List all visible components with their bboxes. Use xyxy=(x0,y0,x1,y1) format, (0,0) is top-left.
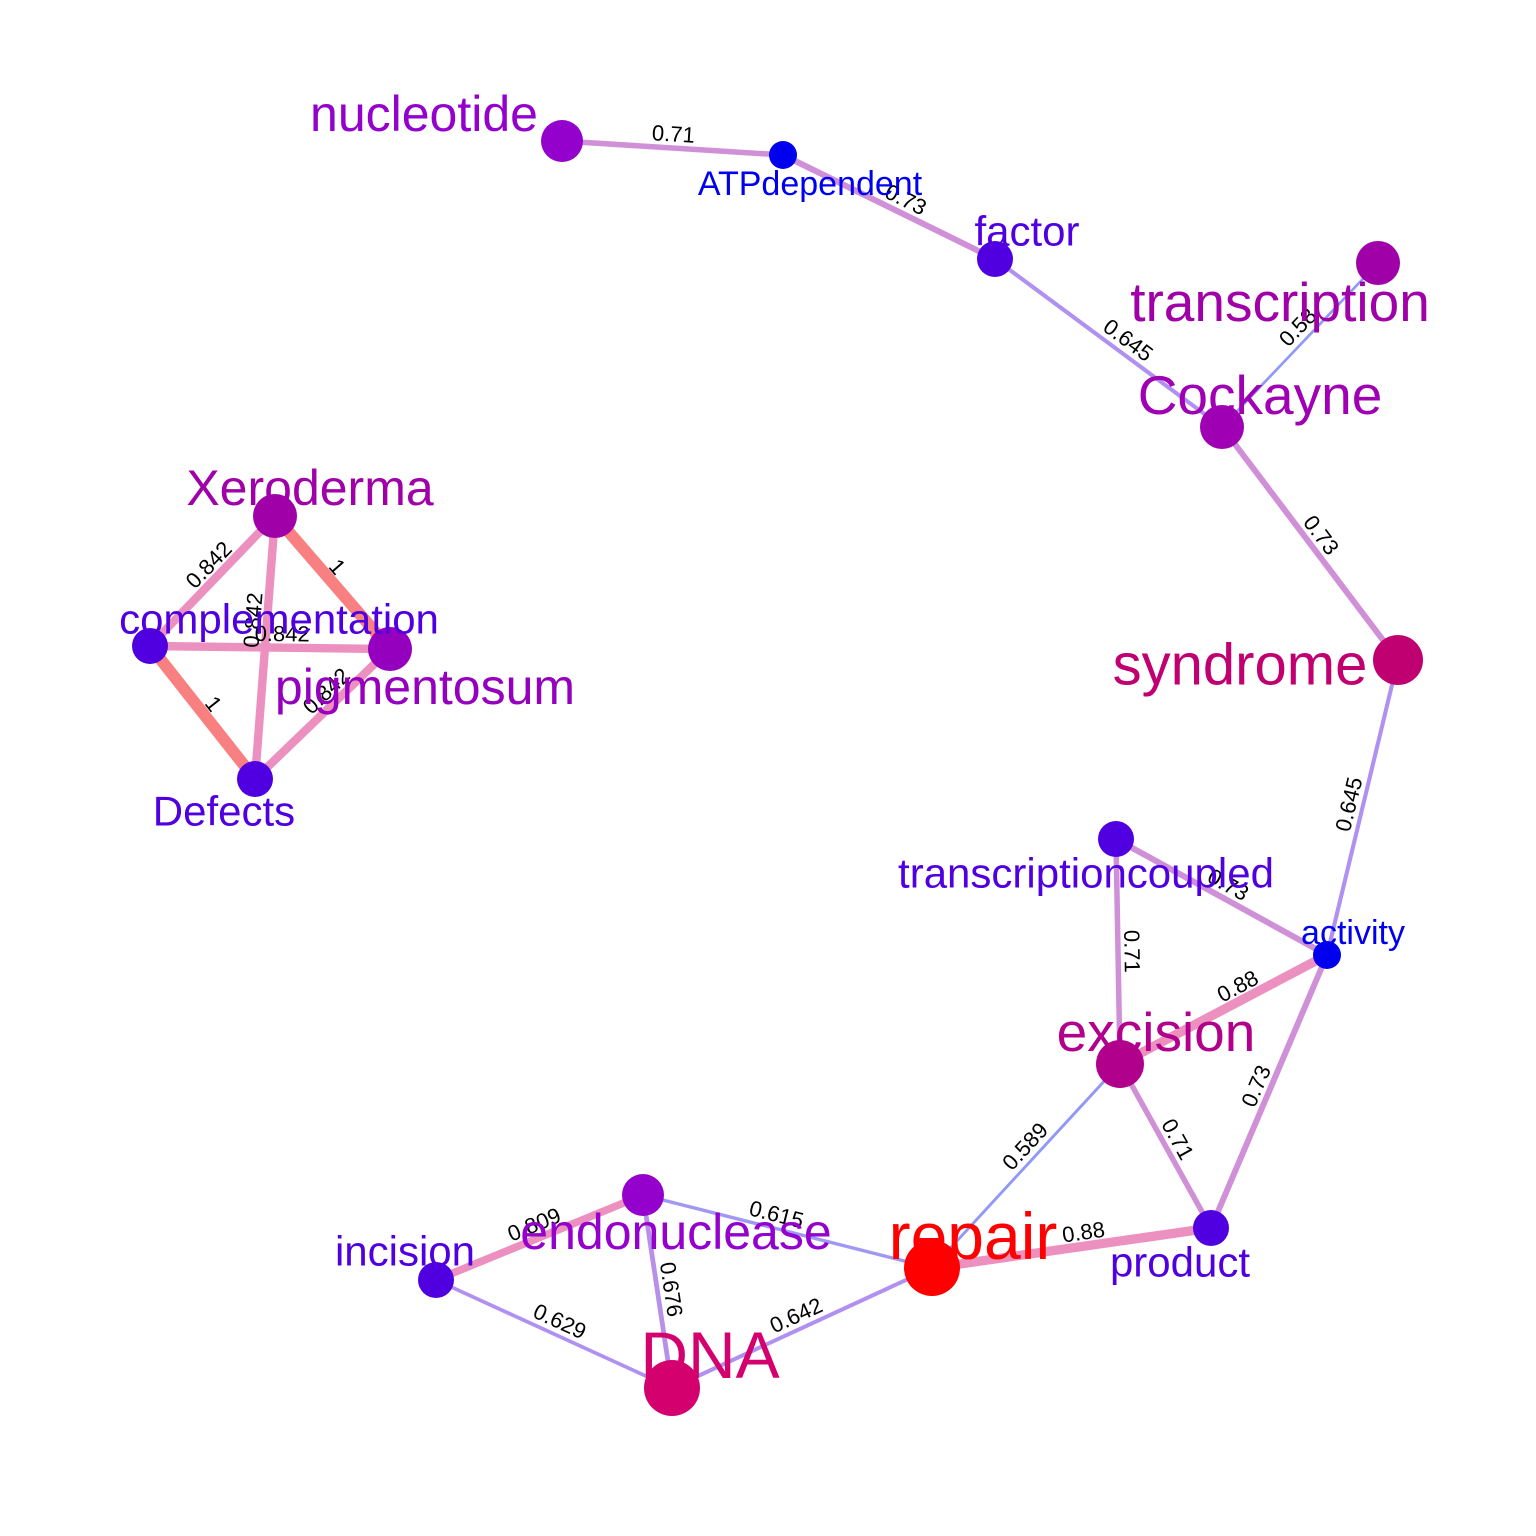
node-ATPdependent[interactable] xyxy=(769,141,797,169)
node-endonuclease[interactable] xyxy=(622,1174,664,1216)
edge-incision-DNA xyxy=(434,1278,674,1390)
nodes-layer xyxy=(132,120,1423,1416)
node-label-factor: factor xyxy=(974,208,1079,255)
node-label-ATPdependent: ATPdependent xyxy=(698,165,923,203)
edge-complementation-Defects xyxy=(144,640,261,785)
edge-Xeroderma-complementation xyxy=(145,511,280,651)
node-Cockayne[interactable] xyxy=(1200,405,1244,449)
node-activity[interactable] xyxy=(1313,941,1341,969)
edge-Cockayne-syndrome xyxy=(1219,424,1401,663)
node-label-pigmentosum: pigmentosum xyxy=(275,659,575,715)
node-label-excision: excision xyxy=(1057,1001,1256,1063)
edge-excision-repair xyxy=(930,1062,1122,1270)
node-DNA[interactable] xyxy=(644,1360,700,1416)
edge-activity-product xyxy=(1208,952,1330,1231)
node-product[interactable] xyxy=(1193,1210,1229,1246)
edge-weight-label: 0.842 xyxy=(238,592,267,649)
node-nucleotide[interactable] xyxy=(541,120,583,162)
edge-transcriptioncoupled-activity xyxy=(1113,836,1330,958)
edge-transcription-Cockayne xyxy=(1220,261,1380,429)
node-label-product: product xyxy=(1110,1239,1250,1286)
node-repair[interactable] xyxy=(904,1240,960,1296)
node-label-DNA: DNA xyxy=(640,1318,779,1392)
node-incision[interactable] xyxy=(418,1262,454,1298)
edge-weight-label: 0.842 xyxy=(255,621,310,647)
edge-DNA-repair xyxy=(670,1266,934,1390)
edge-ATPdependent-factor xyxy=(780,152,998,262)
edge-Xeroderma-pigmentosum xyxy=(269,510,396,655)
node-transcriptioncoupled[interactable] xyxy=(1098,821,1134,857)
node-label-transcription: transcription xyxy=(1130,271,1430,333)
edge-transcriptioncoupled-excision xyxy=(1113,836,1123,1067)
node-pigmentosum[interactable] xyxy=(368,627,412,671)
node-Xeroderma[interactable] xyxy=(253,494,297,538)
node-label-endonuclease: endonuclease xyxy=(520,1204,831,1260)
node-excision[interactable] xyxy=(1096,1040,1144,1088)
node-label-incision: incision xyxy=(335,1228,475,1275)
node-label-Cockayne: Cockayne xyxy=(1138,364,1383,426)
node-label-Defects: Defects xyxy=(153,788,295,835)
node-transcription[interactable] xyxy=(1356,241,1400,285)
edge-weight-label: 0.71 xyxy=(1119,930,1145,973)
edge-excision-product xyxy=(1117,1061,1214,1231)
node-label-syndrome: syndrome xyxy=(1113,633,1368,698)
edge-endonuclease-incision xyxy=(432,1191,647,1284)
edge-pigmentosum-Defects xyxy=(250,644,395,784)
edge-factor-Cockayne xyxy=(992,256,1225,430)
node-label-complementation: complementation xyxy=(119,596,439,643)
edge-endonuclease-DNA xyxy=(640,1192,675,1391)
node-label-transcriptioncoupled: transcriptioncoupled xyxy=(898,850,1274,897)
edge-complementation-pigmentosum xyxy=(145,641,395,654)
edge-syndrome-activity xyxy=(1324,657,1401,958)
edge-repair-product xyxy=(927,1223,1216,1273)
node-label-nucleotide: nucleotide xyxy=(310,86,538,142)
edge-excision-activity xyxy=(1115,950,1332,1069)
node-factor[interactable] xyxy=(977,241,1013,277)
node-label-repair: repair xyxy=(889,1199,1058,1273)
edge-weight-label: 0.71 xyxy=(651,120,695,148)
edge-weight-label: 0.88 xyxy=(1061,1217,1107,1248)
node-syndrome[interactable] xyxy=(1373,635,1423,685)
edge-nucleotide-ATPdependent xyxy=(559,138,786,158)
node-Defects[interactable] xyxy=(237,761,273,797)
node-label-Xeroderma: Xeroderma xyxy=(186,460,434,516)
edges-layer xyxy=(144,138,1401,1391)
node-label-activity: activity xyxy=(1301,914,1405,952)
node-complementation[interactable] xyxy=(132,628,168,664)
edge-endonuclease-repair xyxy=(641,1193,934,1270)
